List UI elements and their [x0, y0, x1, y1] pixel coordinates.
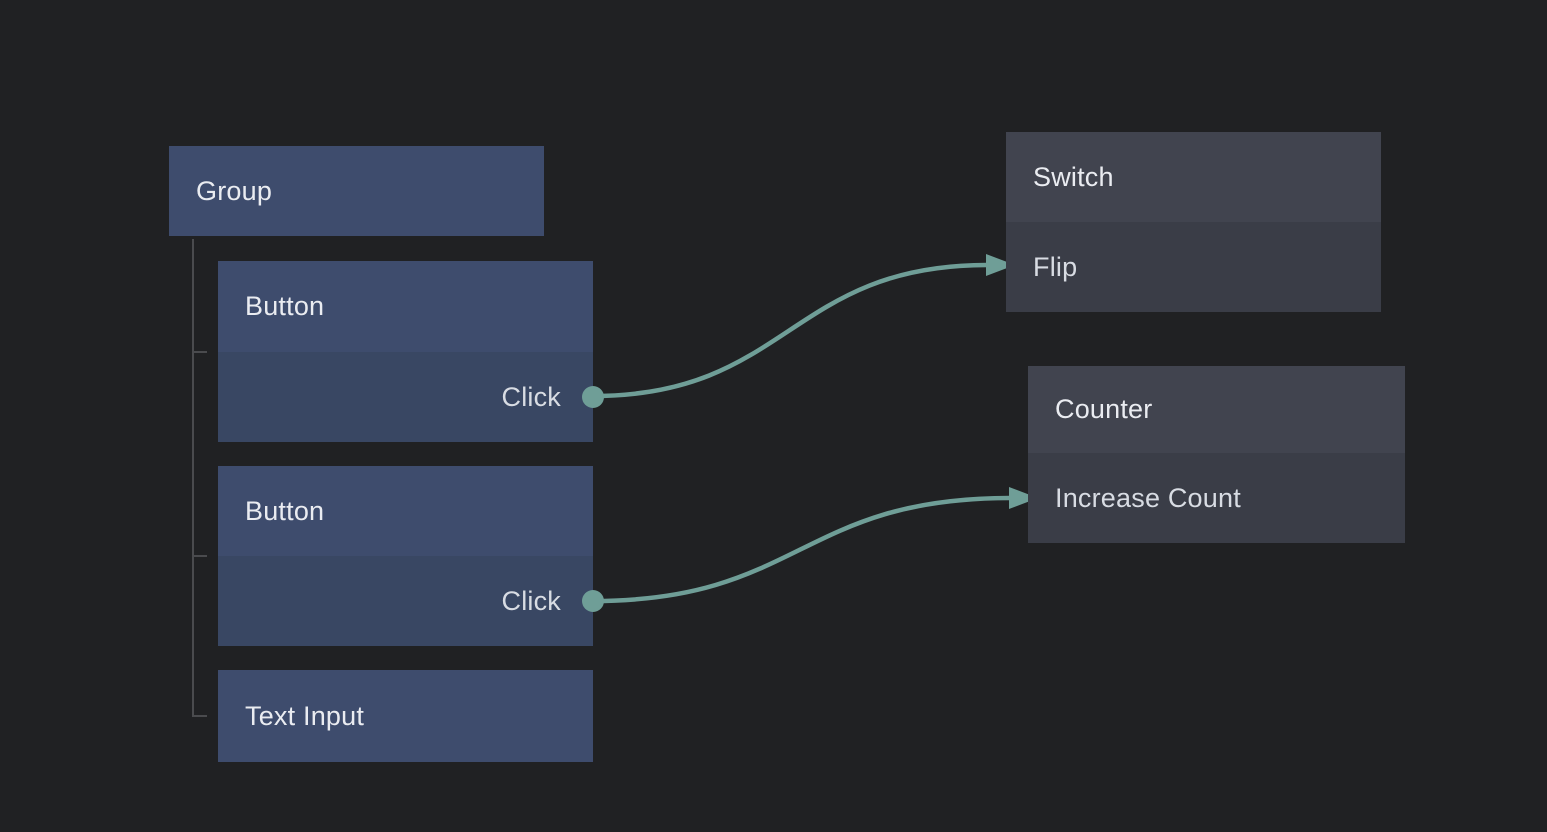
node-title: Counter — [1055, 394, 1153, 424]
edge-button2-click-to-counter-increase-count — [590, 487, 1038, 604]
tree-connector-tick-button1 — [192, 351, 207, 353]
node-title: Group — [196, 175, 273, 206]
edge-path[interactable] — [590, 262, 990, 399]
edge-button1-click-to-switch-flip — [590, 254, 1015, 399]
tree-connector-tick-text-input — [192, 715, 207, 717]
tree-connector-vertical — [192, 239, 194, 717]
output-row-click: Click — [218, 352, 604, 442]
output-row-click: Click — [218, 556, 604, 646]
node-button-2[interactable]: Button Click — [218, 466, 604, 646]
output-port-label: Click — [501, 381, 561, 412]
node-switch[interactable]: Switch Flip — [1006, 132, 1381, 312]
node-counter[interactable]: Counter Increase Count — [1028, 366, 1405, 543]
node-title: Text Input — [245, 700, 365, 731]
node-title: Switch — [1033, 161, 1114, 192]
node-title: Button — [245, 495, 325, 526]
node-group[interactable]: Group — [169, 146, 544, 236]
node-title: Button — [245, 291, 325, 321]
node-text-input[interactable]: Text Input — [218, 670, 593, 762]
output-port-label: Click — [501, 585, 561, 616]
input-port-label: Increase Count — [1055, 482, 1241, 513]
edge-path[interactable] — [590, 495, 1013, 604]
input-row-increase-count[interactable]: Increase Count — [1028, 453, 1405, 543]
output-port[interactable] — [582, 386, 604, 408]
input-port-label: Flip — [1033, 251, 1078, 282]
node-button-1[interactable]: Button Click — [218, 261, 604, 442]
output-port[interactable] — [582, 590, 604, 612]
tree-connector-tick-button2 — [192, 555, 207, 557]
input-row-flip[interactable]: Flip — [1006, 222, 1381, 312]
